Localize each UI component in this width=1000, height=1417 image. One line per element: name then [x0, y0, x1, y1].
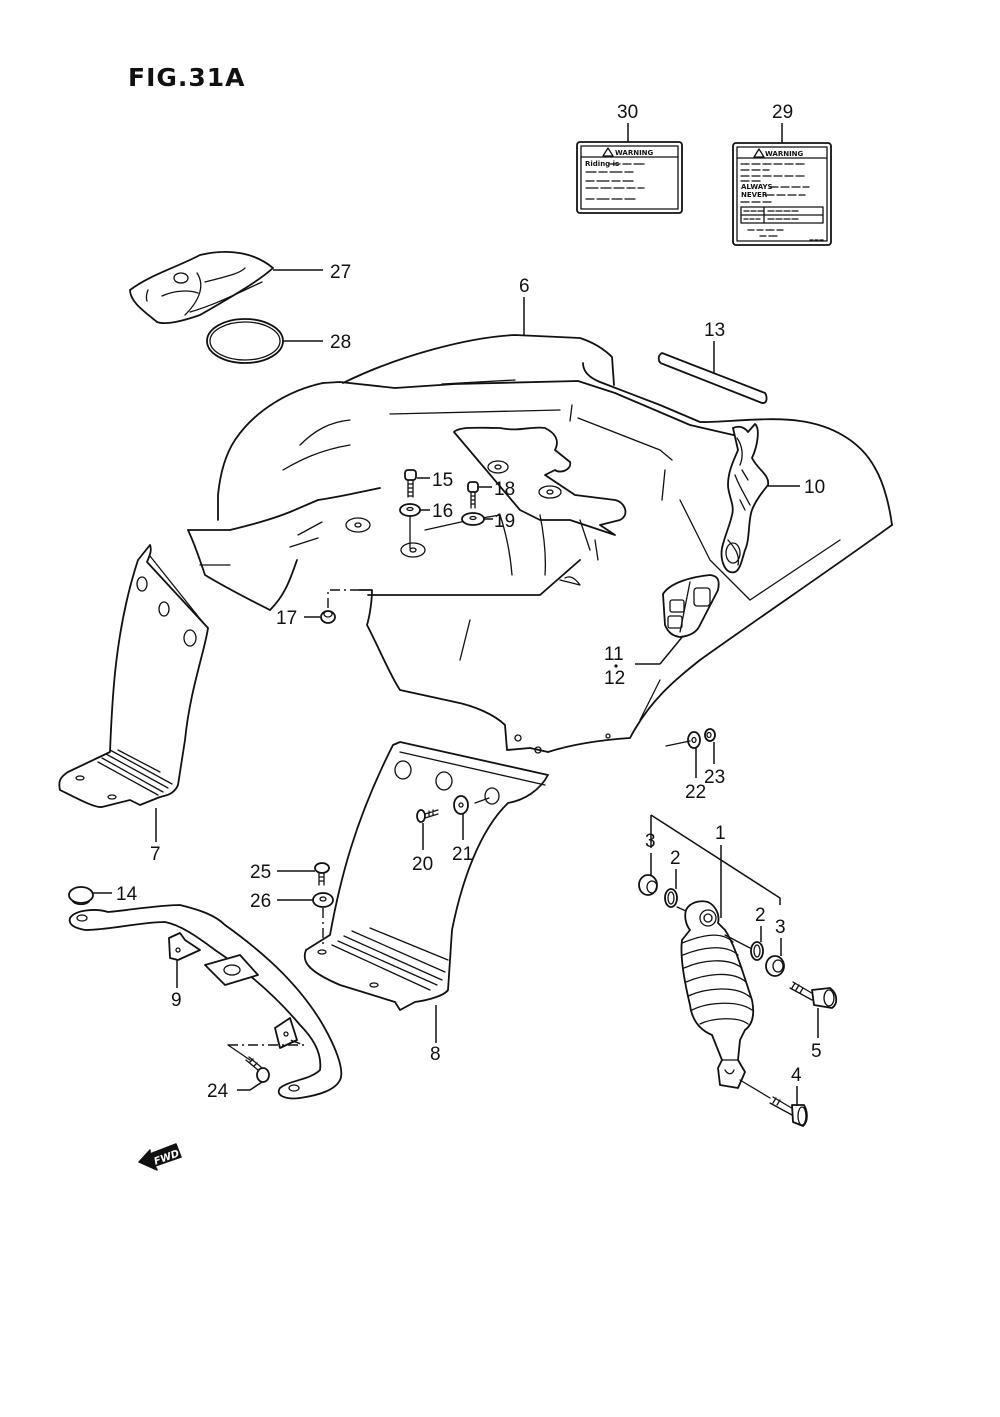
svg-text:Riding is: Riding is: [585, 160, 619, 168]
callout-1: 1: [715, 823, 726, 844]
callout-21: 21: [452, 844, 473, 865]
upper-bolt-5: [789, 981, 838, 1009]
callout-11: 11: [604, 644, 624, 665]
svg-text:ALWAYS: ALWAYS: [741, 183, 773, 191]
figure-title: FIG.31A: [128, 63, 246, 92]
washer-2-right: [750, 941, 764, 961]
callout-27: 27: [330, 262, 351, 283]
washer-26: [312, 892, 334, 908]
callout-2-right: 2: [755, 905, 766, 926]
callout-17: 17: [276, 608, 297, 629]
screw-20: [416, 809, 439, 823]
callout-22: 22: [685, 782, 706, 803]
bushing-3-left: [638, 874, 658, 896]
bolt-15: [404, 469, 417, 498]
callout-19: 19: [494, 511, 515, 532]
right-footrest-mudguard: [303, 741, 549, 1011]
callout-16: 16: [432, 501, 453, 522]
rear-fender: [187, 334, 893, 754]
callout-18: 18: [494, 479, 515, 500]
callout-9: 9: [171, 990, 182, 1011]
nut-17: [320, 610, 336, 624]
washer-19: [461, 512, 485, 526]
model-badge: [662, 574, 720, 638]
callout-26: 26: [250, 891, 271, 912]
callout-29: 29: [772, 102, 793, 123]
band-ring: [206, 318, 284, 364]
callout-25: 25: [250, 862, 271, 883]
callout-14: 14: [116, 884, 138, 905]
callout-5: 5: [811, 1041, 822, 1062]
callout-15: 15: [432, 470, 453, 491]
tape-strip: [657, 352, 768, 404]
callout-3-right: 3: [775, 917, 786, 938]
svg-text:WARNING: WARNING: [615, 149, 654, 157]
callout-28: 28: [330, 332, 351, 353]
callout-10: 10: [804, 477, 825, 498]
nut-23: [704, 728, 716, 742]
lower-bolt-4: [739, 1079, 808, 1127]
warning-triangle-icon: [602, 147, 614, 157]
callout-3-left: 3: [645, 831, 656, 852]
svg-text:WARNING: WARNING: [765, 150, 804, 158]
tool-bag: [129, 251, 274, 325]
rear-shock-absorber: [638, 814, 838, 1127]
warning-label-29: WARNING ALWAYS NEVER: [732, 142, 832, 246]
callout-30: 30: [617, 102, 638, 123]
callout-2-left: 2: [670, 848, 681, 869]
washer-22: [687, 731, 701, 749]
forward-direction-arrow-icon: FWD: [138, 1143, 182, 1171]
callout-13: 13: [704, 320, 725, 341]
washer-16: [399, 503, 421, 517]
callout-20: 20: [412, 854, 433, 875]
washer-21: [453, 787, 500, 815]
cap-14: [68, 886, 94, 906]
svg-text:NEVER: NEVER: [741, 191, 768, 199]
bolt-18: [467, 481, 479, 509]
washer-2-left: [664, 888, 678, 908]
emblem-decal: [720, 423, 770, 574]
left-footrest-mudguard: [58, 544, 209, 808]
callout-12: 12: [604, 668, 625, 689]
callout-8: 8: [430, 1044, 441, 1065]
warning-triangle-icon: [753, 148, 765, 158]
warning-label-30: WARNING Riding is: [576, 141, 683, 214]
rear-carrier-bar: [68, 904, 343, 1100]
screw-25: [314, 862, 330, 886]
callout-7: 7: [150, 844, 161, 865]
callout-24: 24: [207, 1081, 229, 1102]
callout-separator-dot: [614, 664, 618, 668]
bushing-3-right: [765, 955, 785, 977]
callout-23: 23: [704, 767, 725, 788]
callout-4: 4: [791, 1065, 802, 1086]
callout-6: 6: [519, 276, 530, 297]
bolt-24: [245, 1056, 270, 1083]
